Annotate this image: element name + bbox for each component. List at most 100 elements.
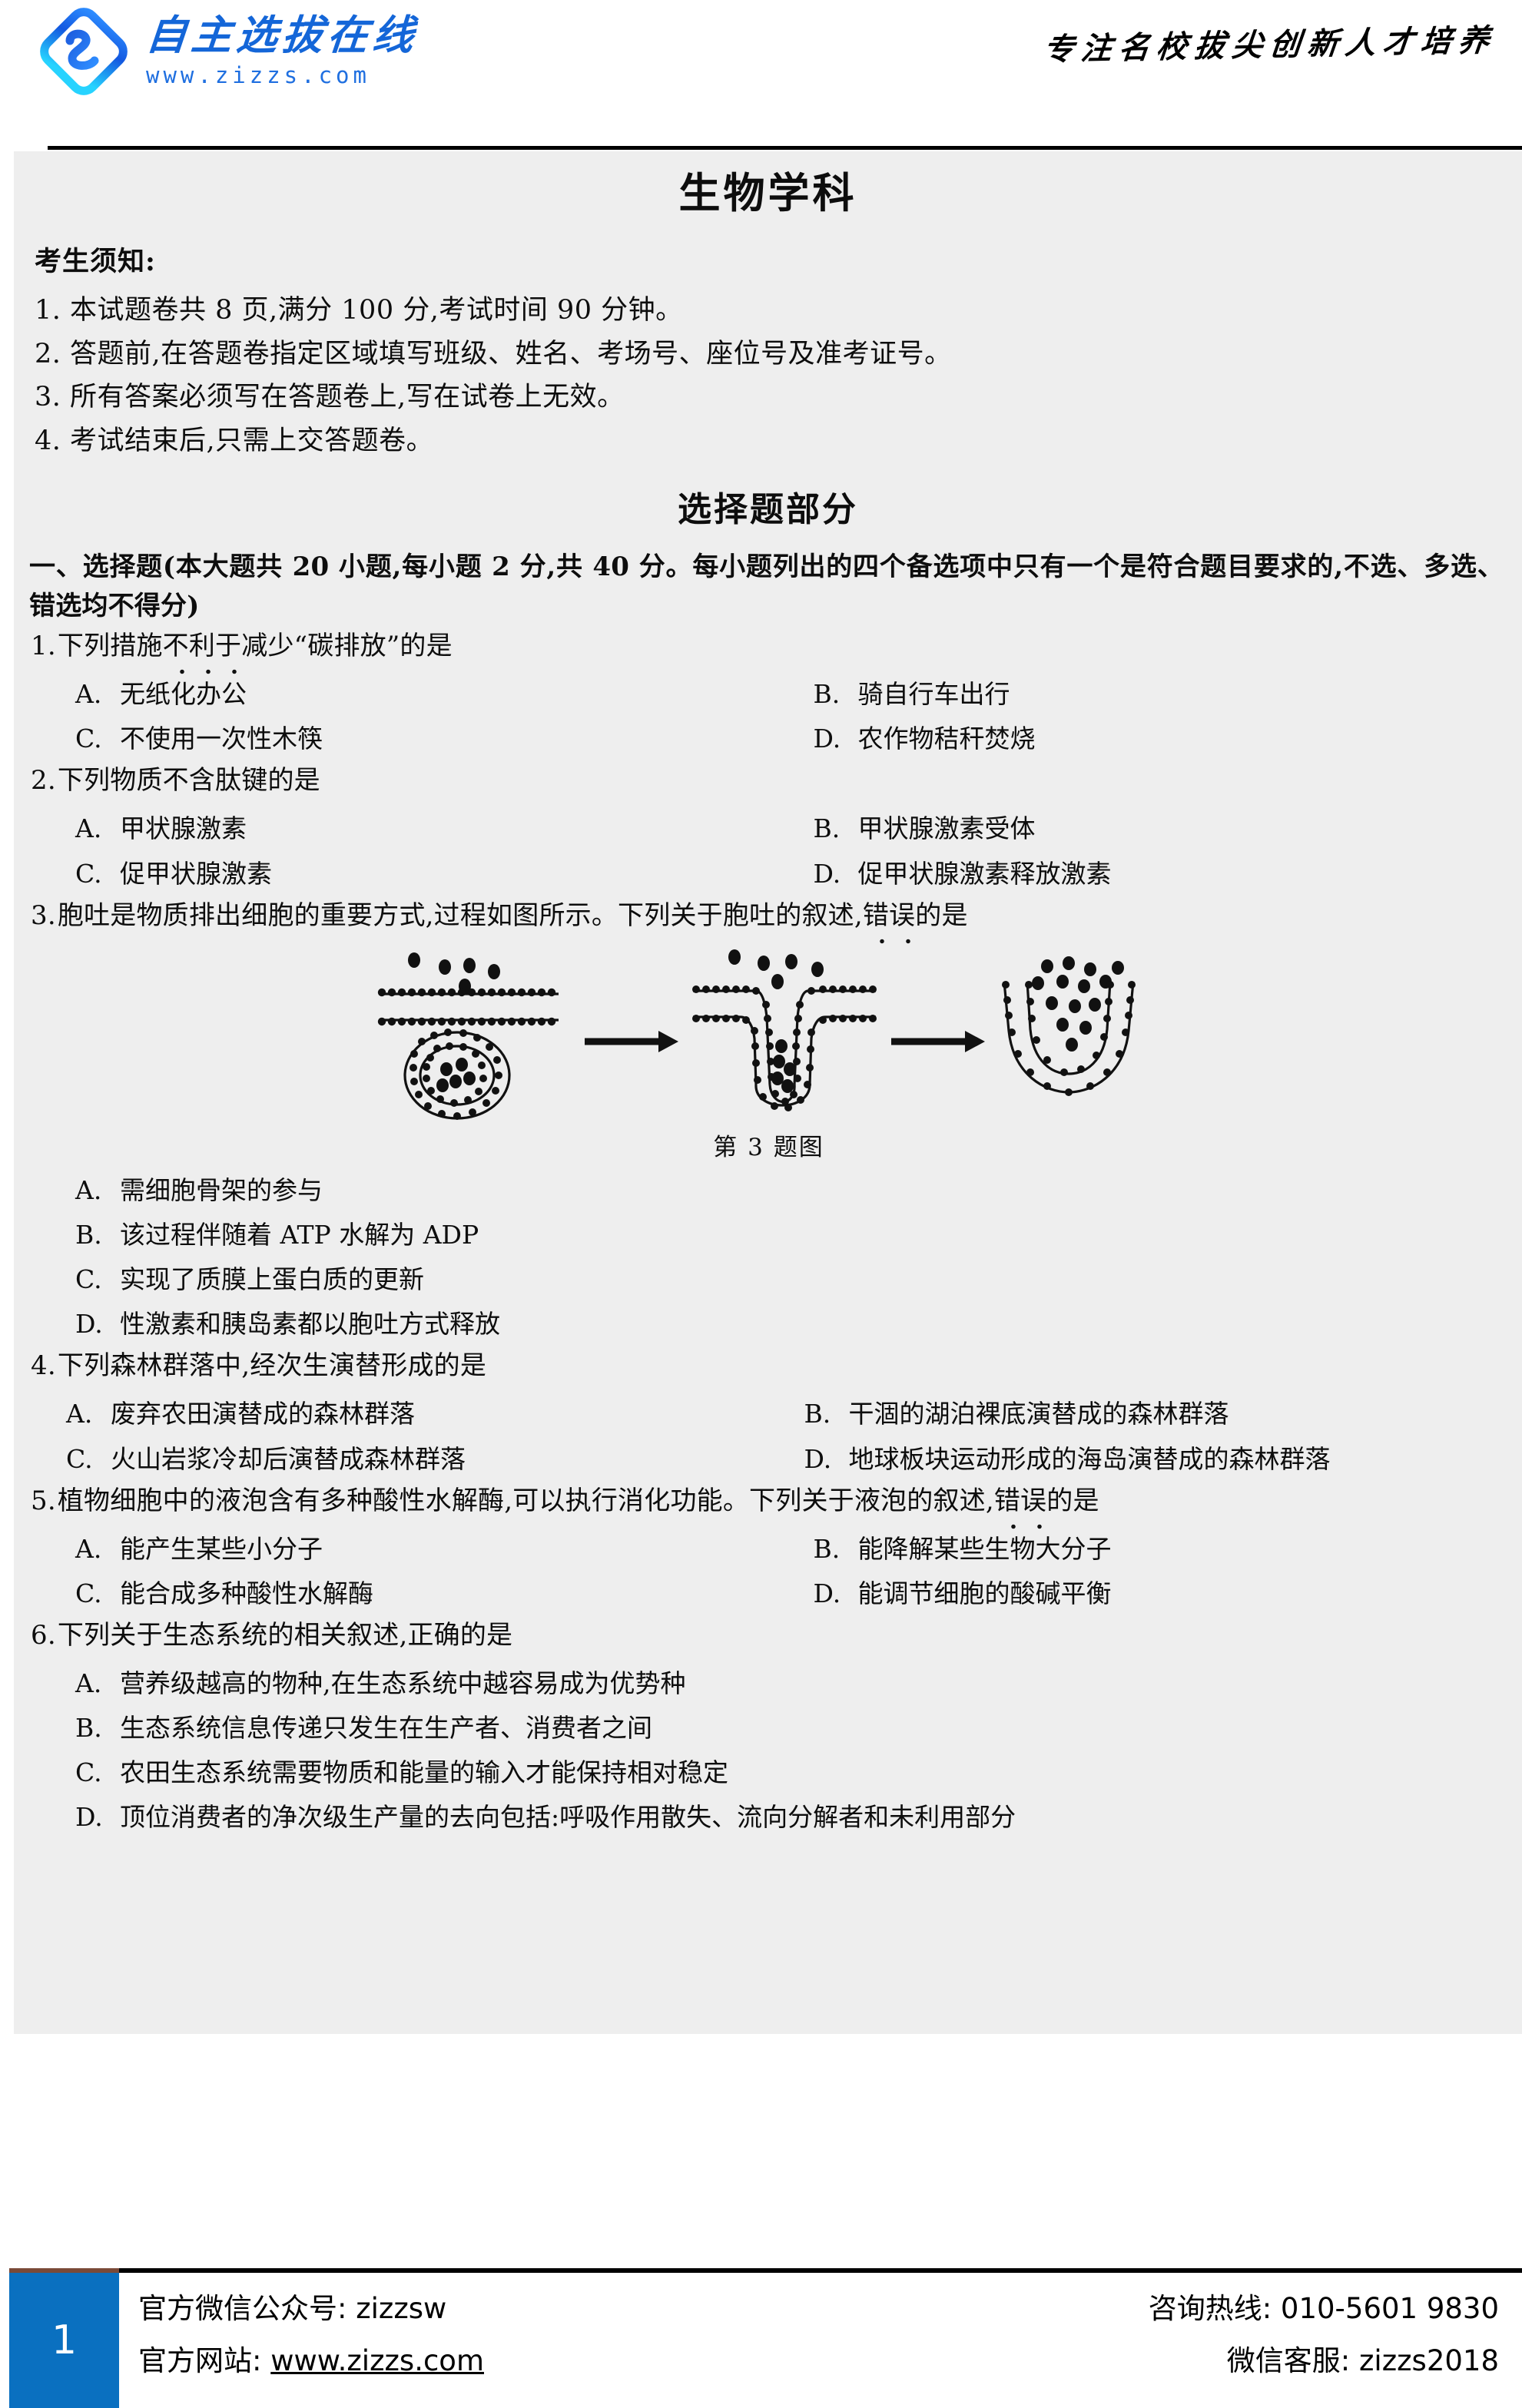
option-label: B. — [75, 1713, 102, 1744]
option-b[interactable]: B.能降解某些生物大分子 — [769, 1527, 1507, 1572]
option-text: 促甲状腺激素释放激素 — [857, 858, 1112, 889]
option-d[interactable]: D.能调节细胞的酸碱平衡 — [769, 1572, 1507, 1616]
zizzs-logo-icon — [38, 6, 129, 97]
option-text: 能调节细胞的酸碱平衡 — [857, 1578, 1112, 1608]
option-text: 促甲状腺激素 — [120, 858, 272, 889]
option-text: 骑自行车出行 — [857, 679, 1010, 710]
option-label: A. — [75, 1668, 102, 1698]
option-b[interactable]: B. 干涸的湖泊裸底演替成的森林群落 — [769, 1392, 1507, 1436]
question-number: 6. — [31, 1619, 56, 1651]
option-a[interactable]: A.废弃农田演替成的森林群落 — [31, 1392, 769, 1436]
option-label: B. — [813, 813, 841, 844]
page-title: 生物学科 — [678, 168, 857, 217]
notice-item: 4. 考试结束后,只需上交答题卷。 — [35, 426, 434, 457]
option-d[interactable]: D.性激素和胰岛素都以胞吐方式释放 — [31, 1302, 1507, 1346]
notice-item: 3. 所有答案必须写在答题卷上,写在试卷上无效。 — [35, 382, 625, 413]
question-stem: 4.下列森林群落中,经次生演替形成的是 — [31, 1346, 1507, 1386]
option-a[interactable]: A.无纸化办公 — [31, 672, 769, 717]
option-text: 该过程伴随着 ATP 水解为 ADP — [120, 1219, 479, 1250]
question-number: 5. — [31, 1485, 56, 1516]
exocytosis-diagram: 第 3 题图 — [31, 946, 1507, 1162]
arrow-right-icon — [890, 1030, 985, 1052]
footer-website-link[interactable]: www.zizzs.com — [270, 2344, 484, 2377]
site-header: 自主选拔在线 www.zizzs.com 专注名校拔尖创新人才培养 — [0, 0, 1522, 151]
option-text: 营养级越高的物种,在生态系统中越容易成为优势种 — [120, 1668, 686, 1698]
stage-1-vesicle-approaching — [377, 952, 559, 1120]
question-number: 2. — [31, 765, 56, 797]
option-label: A. — [75, 813, 102, 844]
option-d[interactable]: D. 顶位消费者的净次级生产量的去向包括:呼吸作用散失、流向分解者和未利用部分 — [31, 1795, 1507, 1840]
option-label: B. — [804, 1399, 831, 1429]
figure-caption: 第 3 题图 — [713, 1133, 824, 1161]
question-number: 3. — [31, 899, 56, 931]
stem-text: 下列森林群落中,经次生演替形成的是 — [57, 1350, 487, 1382]
option-label: C. — [75, 858, 102, 889]
option-d[interactable]: D. 促甲状腺激素释放激素 — [769, 852, 1507, 896]
option-text: 顶位消费者的净次级生产量的去向包括:呼吸作用散失、流向分解者和未利用部分 — [120, 1802, 1016, 1833]
option-c[interactable]: C.农田生态系统需要物质和能量的输入才能保持相对稳定 — [31, 1751, 1507, 1795]
option-b[interactable]: B. 骑自行车出行 — [769, 672, 1507, 717]
option-a[interactable]: A. 甲状腺激素 — [31, 807, 769, 851]
question-item: 2.下列物质不含肽键的是 A.甲状腺激素 B.甲状腺激素受体 C.促甲状腺激素 … — [14, 761, 1522, 896]
question-item: 5.植物细胞中的液泡含有多种酸性水解酶,可以执行消化功能。下列关于液泡的叙述,错… — [14, 1482, 1522, 1616]
stage-3-cargo-released — [1001, 956, 1136, 1096]
option-b[interactable]: B.该过程伴随着 ATP 水解为 ADP — [31, 1213, 1507, 1257]
stem-text: 下列关于生态系统的相关叙述,正确的是 — [57, 1619, 513, 1651]
option-list: A. 营养级越高的物种,在生态系统中越容易成为优势种 B.生态系统信息传递只发生在… — [31, 1661, 1507, 1840]
option-c[interactable]: C.火山岩浆冷却后演替成森林群落 — [31, 1437, 769, 1482]
option-label: A. — [75, 679, 102, 710]
option-c[interactable]: C. 不使用一次性木筷 — [31, 717, 769, 761]
option-d[interactable]: D.地球板块运动形成的海岛演替成的森林群落 — [769, 1437, 1507, 1482]
option-b[interactable]: B.生态系统信息传递只发生在生产者、消费者之间 — [31, 1706, 1507, 1751]
footer-website[interactable]: 官方网站: www.zizzs.com — [138, 2337, 484, 2379]
header-divider — [48, 146, 1522, 150]
option-list: A.无纸化办公 B. 骑自行车出行 C. 不使用一次性木筷 D.农作物秸秆焚烧 — [31, 672, 1507, 761]
stem-text: 下列措施 — [57, 631, 163, 662]
exam-paper-scan: 生物学科 考生须知: 1. 本试题卷共 8 页,满分 100 分,考试时间 90… — [14, 151, 1522, 2034]
option-a[interactable]: A.能产生某些小分子 — [31, 1527, 769, 1572]
footer-wechat-account: 官方微信公众号: zizzsw — [138, 2292, 447, 2325]
option-label: A. — [75, 1174, 102, 1205]
option-list: A.能产生某些小分子 B.能降解某些生物大分子 C.能合成多种酸性水解酶 D.能… — [31, 1527, 1507, 1616]
brand-logo[interactable]: 自主选拔在线 www.zizzs.com — [38, 6, 420, 97]
option-label: B. — [813, 679, 841, 710]
footer-hotline: 咨询热线: 010-5601 9830 — [1148, 2292, 1499, 2325]
section-title: 选择题部分 — [678, 489, 858, 529]
option-label: B. — [813, 1533, 841, 1564]
option-text: 火山岩浆冷却后演替成森林群落 — [111, 1443, 466, 1474]
stem-emphasis: 错误 — [862, 896, 916, 944]
option-c[interactable]: C. 促甲状腺激素 — [31, 852, 769, 896]
question-item: 6.下列关于生态系统的相关叙述,正确的是 A. 营养级越高的物种,在生态系统中越容… — [14, 1616, 1522, 1840]
option-text: 不使用一次性木筷 — [120, 724, 323, 754]
stem-text: 植物细胞中的液泡含有多种酸性水解酶,可以执行消化功能。下列关于液泡的叙述, — [57, 1485, 994, 1516]
question-number: 1. — [31, 631, 56, 662]
option-b[interactable]: B. 甲状腺激素受体 — [769, 807, 1507, 851]
option-list: A.需细胞骨架的参与 B.该过程伴随着 ATP 水解为 ADP C.实现了质膜上… — [31, 1168, 1507, 1347]
footer-website-label: 官方网站: — [138, 2344, 271, 2377]
stem-emphasis: 错误 — [993, 1482, 1047, 1529]
option-a[interactable]: A.需细胞骨架的参与 — [31, 1168, 1507, 1213]
logo-website-url: www.zizzs.com — [146, 61, 370, 88]
stem-text: 下列物质不含肽键的是 — [57, 765, 320, 797]
option-text: 地球板块运动形成的海岛演替成的森林群落 — [848, 1443, 1331, 1474]
logo-brand-name: 自主选拔在线 — [144, 12, 420, 60]
option-c[interactable]: C.实现了质膜上蛋白质的更新 — [31, 1257, 1507, 1302]
option-c[interactable]: C.能合成多种酸性水解酶 — [31, 1572, 769, 1616]
option-text: 干涸的湖泊裸底演替成的森林群落 — [848, 1399, 1229, 1429]
option-label: D. — [813, 858, 841, 889]
option-text: 甲状腺激素受体 — [857, 813, 1036, 844]
question-stem: 6.下列关于生态系统的相关叙述,正确的是 — [31, 1616, 1507, 1655]
site-footer: 1 官方微信公众号: zizzsw 官方网站: www.zizzs.com 咨询… — [0, 2268, 1522, 2408]
footer-left-column: 官方微信公众号: zizzsw 官方网站: www.zizzs.com — [138, 2285, 484, 2379]
option-label: D. — [75, 1309, 103, 1340]
option-text: 甲状腺激素 — [120, 813, 247, 844]
arrow-right-icon — [584, 1030, 678, 1052]
option-d[interactable]: D.农作物秸秆焚烧 — [769, 717, 1507, 761]
option-label: C. — [75, 724, 102, 754]
option-a[interactable]: A. 营养级越高的物种,在生态系统中越容易成为优势种 — [31, 1661, 1507, 1706]
footer-right-column: 咨询热线: 010-5601 9830 微信客服: zizzs2018 — [1149, 2285, 1499, 2379]
option-text: 农田生态系统需要物质和能量的输入才能保持相对稳定 — [120, 1757, 728, 1788]
option-label: D. — [75, 1802, 103, 1833]
question-stem: 1.下列措施不利于减少“碳排放”的是 — [31, 627, 1507, 675]
notice-heading: 考生须知: — [35, 246, 156, 277]
